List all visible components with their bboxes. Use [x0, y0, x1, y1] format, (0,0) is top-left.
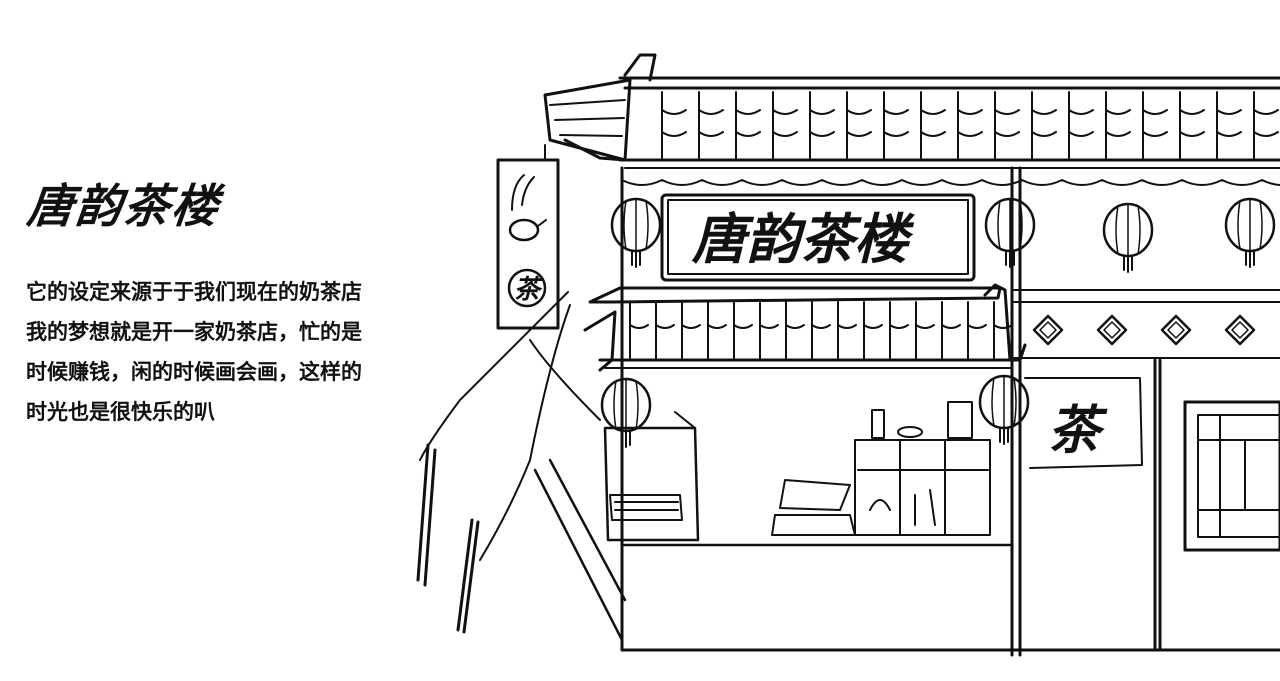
lantern-ribs	[1115, 203, 1141, 257]
building-frame	[620, 166, 1280, 657]
lantern-ribs	[991, 375, 1017, 429]
teahouse-sketch: 茶 唐韵茶楼	[416, 53, 1280, 657]
teahouse-illustration: 茶 唐韵茶楼	[400, 40, 1280, 677]
roof-tile	[994, 91, 1020, 159]
main-roof	[543, 53, 1280, 169]
lantern-ribs	[613, 378, 639, 432]
roof-tile	[809, 91, 835, 159]
description-line: 它的设定来源于于我们现在的奶茶店	[26, 280, 362, 304]
page-title: 唐韵茶楼	[24, 179, 223, 233]
banner-char: 茶	[1048, 400, 1108, 461]
description-line: 时候赚钱，闲的时候画会画，这样的	[26, 360, 362, 384]
lattice-window	[1183, 400, 1280, 552]
lattice-diamond-inner	[1231, 321, 1249, 339]
description-line: 时光也是很快乐的叭	[26, 400, 215, 424]
lantern-tassel	[1123, 255, 1133, 273]
roof-tile	[785, 301, 805, 359]
lantern-ribs	[997, 198, 1023, 252]
roof-tile	[681, 301, 701, 359]
roof-tile	[967, 301, 987, 359]
roof-tile	[698, 91, 724, 159]
roof-tile	[1142, 91, 1168, 159]
lantern-tassel	[999, 427, 1009, 445]
lanterns	[600, 197, 1276, 448]
lattice-diamond	[1160, 314, 1192, 346]
hanging-side-sign: 茶	[496, 144, 560, 330]
roof-tile	[1179, 91, 1205, 159]
roof-tile	[811, 301, 831, 359]
shop-signboard: 唐韵茶楼	[660, 193, 976, 282]
roof-tile	[735, 91, 761, 159]
roof-tile	[957, 91, 983, 159]
description-text: 它的设定来源于于我们现在的奶茶店 我的梦想就是开一家奶茶店，忙的是 时候赚钱，闲…	[26, 272, 486, 432]
description-line: 我的梦想就是开一家奶茶店，忙的是	[26, 320, 362, 344]
awning-cloth	[416, 291, 627, 642]
lantern-tassel	[621, 430, 631, 448]
lantern-tassel	[631, 250, 641, 268]
roof-tile	[733, 301, 753, 359]
lattice-diamond	[1224, 314, 1256, 346]
roof-tile	[837, 301, 857, 359]
lattice-diamond	[1096, 314, 1128, 346]
lattice-diamond-inner	[1167, 321, 1185, 339]
signboard-text: 唐韵茶楼	[691, 207, 915, 271]
lantern-tassel	[1245, 250, 1255, 268]
side-sign-char: 茶	[514, 275, 544, 305]
roof-tile	[759, 301, 779, 359]
roof-tile	[661, 91, 687, 159]
counter-roof	[583, 283, 1027, 372]
roof-tile	[883, 91, 909, 159]
roof-tile	[655, 301, 675, 359]
roof-tile	[1216, 91, 1242, 159]
lantern-tassel	[1005, 250, 1015, 268]
lattice-diamond	[1032, 314, 1064, 346]
roof-tile	[629, 301, 649, 359]
roof-tile	[915, 301, 935, 359]
tea-banner: 茶	[1024, 377, 1143, 469]
roof-tile	[707, 301, 727, 359]
roof-tile	[1105, 91, 1131, 159]
roof-tile	[772, 91, 798, 159]
shop-counter	[603, 401, 1014, 547]
roof-tile	[993, 301, 1013, 359]
roof-tile	[1253, 91, 1279, 159]
roof-tile	[1031, 91, 1057, 159]
roof-tile	[846, 91, 872, 159]
roof-tile	[920, 91, 946, 159]
roof-tile	[889, 301, 909, 359]
roof-tile	[863, 301, 883, 359]
lattice-band	[1032, 314, 1256, 346]
lattice-diamond-inner	[1039, 321, 1057, 339]
lattice-diamond-inner	[1103, 321, 1121, 339]
lantern-ribs	[1237, 198, 1263, 252]
lantern-ribs	[623, 198, 649, 252]
roof-tile	[1068, 91, 1094, 159]
roof-tile	[941, 301, 961, 359]
